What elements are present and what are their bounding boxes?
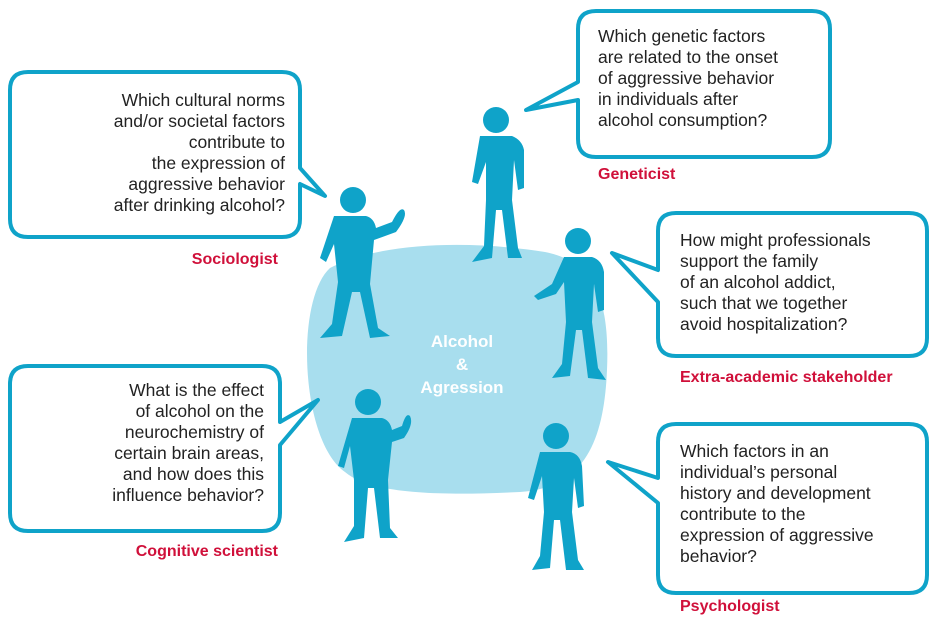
role-label-geneticist: Geneticist — [598, 166, 676, 183]
question-line: expression of aggressive — [680, 525, 874, 545]
bubble-extra-academic-stakeholder — [610, 211, 929, 358]
question-line: certain brain areas, — [114, 443, 264, 463]
person-icon — [472, 107, 524, 262]
center-label: Alcohol & Agression — [402, 330, 522, 399]
question-line: individual’s personal — [680, 462, 838, 482]
question-line: Which factors in an — [680, 441, 829, 461]
question-line: What is the effect — [129, 380, 264, 400]
question-line: Which genetic factors — [598, 26, 766, 46]
role-label-sociologist: Sociologist — [191, 251, 278, 268]
question-line: the expression of — [151, 153, 285, 173]
question-line: such that we together — [680, 293, 848, 313]
bubble-sociologist — [8, 70, 327, 239]
person-icon — [528, 423, 584, 570]
center-label-line: & — [455, 355, 469, 374]
question-line: neurochemistry of — [124, 422, 264, 442]
question-line: support the family — [680, 251, 819, 271]
question-line: aggressive behavior — [128, 174, 285, 194]
question-extra-academic-stakeholder: How might professionals support the fami… — [680, 230, 871, 335]
question-line: of an alcohol addict, — [680, 272, 836, 292]
question-line: in individuals after — [598, 89, 739, 109]
question-line: after drinking alcohol? — [113, 195, 285, 215]
question-line: of aggressive behavior — [598, 68, 775, 88]
bubble-cognitive-scientist — [8, 364, 320, 533]
question-geneticist: Which genetic factors are related to the… — [598, 26, 778, 131]
question-line: history and development — [680, 483, 871, 503]
role-label-extra-academic-stakeholder: Extra-academic stakeholder — [680, 369, 893, 386]
question-line: contribute to the — [680, 504, 806, 524]
question-line: alcohol consumption? — [598, 110, 768, 130]
question-line: are related to the onset — [598, 47, 778, 67]
role-label-psychologist: Psychologist — [680, 598, 780, 615]
center-label-line: Agression — [420, 378, 504, 397]
question-line: and how does this — [122, 464, 264, 484]
person-icon — [320, 107, 606, 570]
person-icon — [320, 187, 405, 338]
question-line: and/or societal factors — [113, 111, 285, 131]
question-cognitive-scientist: What is the effect of alcohol on the neu… — [112, 380, 264, 506]
question-sociologist: Which cultural norms and/or societal fac… — [114, 90, 285, 216]
person-icon — [534, 228, 606, 380]
question-psychologist: Which factors in an individual’s persona… — [680, 441, 874, 567]
question-line: influence behavior? — [112, 485, 264, 505]
question-line: behavior? — [680, 546, 757, 566]
question-line: avoid hospitalization? — [680, 314, 848, 334]
question-line: contribute to — [188, 132, 285, 152]
question-line: of alcohol on the — [135, 401, 264, 421]
question-line: How might professionals — [680, 230, 871, 250]
center-label-line: Alcohol — [430, 332, 494, 351]
role-label-cognitive-scientist: Cognitive scientist — [135, 543, 278, 560]
bubble-geneticist — [524, 9, 832, 159]
bubble-psychologist — [606, 422, 929, 595]
question-line: Which cultural norms — [121, 90, 285, 110]
person-icon — [338, 389, 412, 542]
